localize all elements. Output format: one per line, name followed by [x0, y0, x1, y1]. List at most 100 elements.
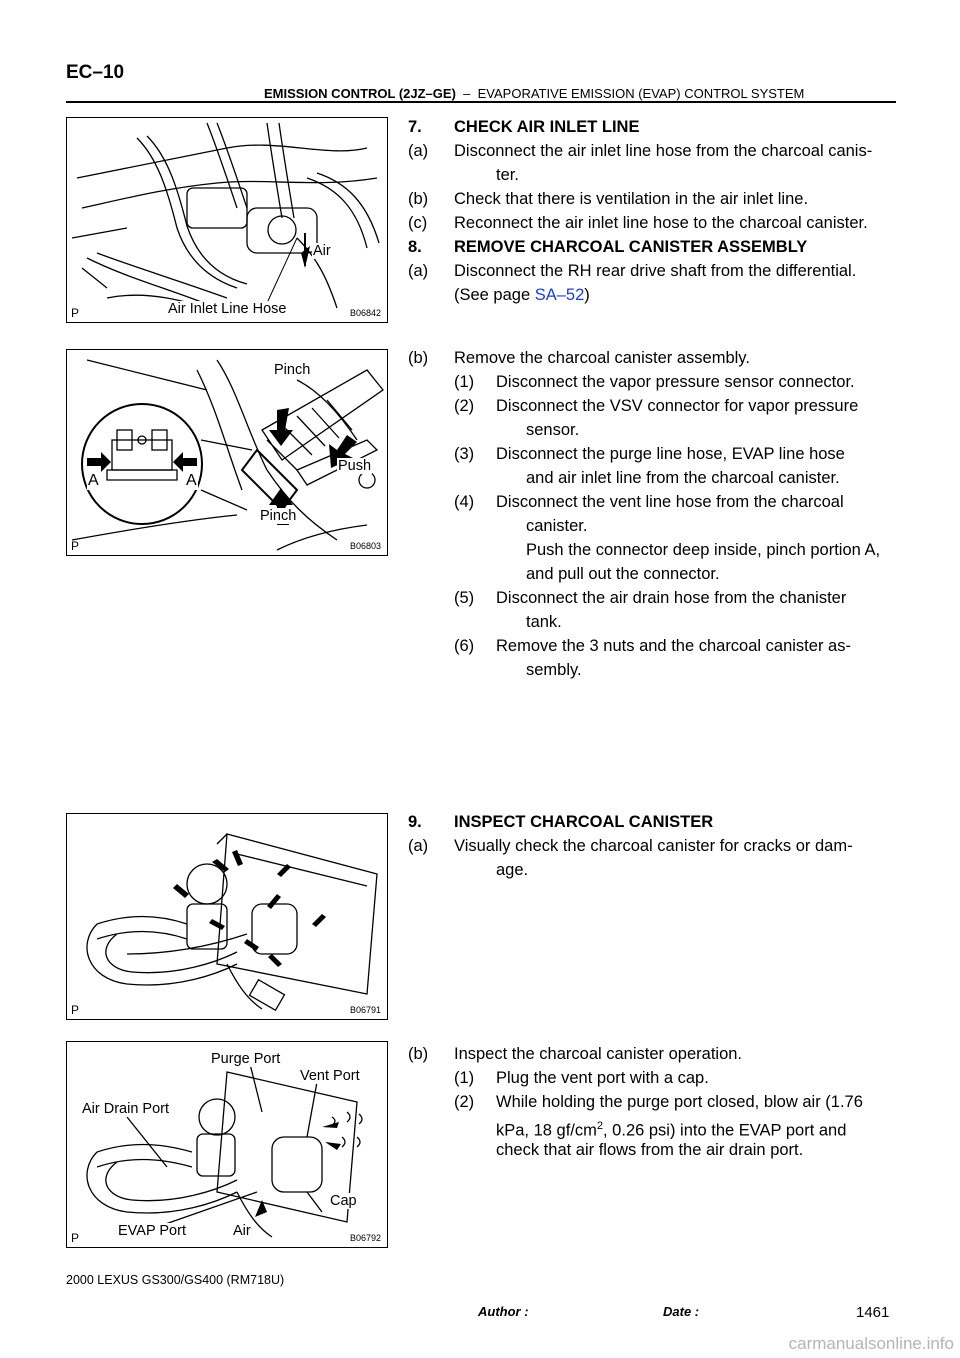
nut-arrow-5 [209, 919, 225, 930]
step-7c-text: Reconnect the air inlet line hose to the… [454, 214, 868, 232]
label-a-left: A [87, 472, 100, 490]
title-separator: – [463, 86, 471, 101]
label-pinch-top: Pinch [273, 362, 312, 378]
canister-illustration [86, 833, 378, 1012]
figure-code: B06792 [349, 1233, 381, 1243]
figure-code: B06803 [349, 541, 381, 551]
author-field: Author : [478, 1304, 529, 1319]
nut-arrow-2 [232, 850, 243, 866]
pinch-arrow-top [269, 408, 293, 446]
step-9b2-line3: check that air flows from the air drain … [496, 1141, 804, 1159]
model-identifier: 2000 LEXUS GS300/GS400 (RM718U) [66, 1273, 285, 1287]
step-8b1-label: (1) [454, 373, 475, 391]
nut-arrow-9 [268, 954, 282, 967]
step-8a-label: (a) [408, 262, 429, 280]
page-number: 1461 [856, 1304, 890, 1321]
step-7c-label: (c) [408, 214, 428, 232]
step-7a-line1: Disconnect the air inlet line hose from … [454, 142, 873, 160]
label-vent-port: Vent Port [299, 1068, 361, 1084]
step-8b5-line2: tank. [526, 613, 562, 631]
nut-arrow-3 [277, 864, 291, 877]
step-9-number: 9. [408, 813, 422, 831]
label-air: Air [312, 243, 332, 259]
section-name: EMISSION CONTROL (2JZ–GE) [264, 86, 456, 101]
label-air: Air [232, 1223, 252, 1239]
figure-p-mark: P [71, 1231, 80, 1245]
step-8b4-line3: Push the connector deep inside, pinch po… [526, 541, 881, 559]
step-8b3-line1: Disconnect the purge line hose, EVAP lin… [496, 445, 845, 463]
step-8-number: 8. [408, 238, 422, 256]
label-pinch-bottom: Pinch [259, 508, 298, 524]
step-9a-line2: age. [496, 861, 529, 879]
label-cap: Cap [329, 1193, 358, 1209]
page-link-sa52[interactable]: SA–52 [534, 286, 585, 304]
step-7a-line2: ter. [496, 166, 519, 184]
step-8a-see-page: (See page [454, 286, 535, 304]
watermark: carmanualsonline.info [788, 1334, 954, 1353]
step-8b4-line1: Disconnect the vent line hose from the c… [496, 493, 844, 511]
nut-arrow-7 [312, 914, 326, 927]
step-8b2-line1: Disconnect the VSV connector for vapor p… [496, 397, 859, 415]
header-rule [66, 101, 896, 103]
step-9b2-rest: , 0.26 psi) into the EVAP port and [603, 1121, 847, 1140]
step-9b2-line2: kPa, 18 gf/cm2, 0.26 psi) into the EVAP … [496, 1116, 846, 1142]
superscript-2: 2 [596, 1120, 604, 1132]
step-8b6-line2: sembly. [526, 661, 582, 679]
air-flow-arrow [255, 1200, 267, 1217]
pinch-a-arrow-left [87, 452, 111, 472]
step-7b-text: Check that there is ventilation in the a… [454, 190, 809, 208]
nut-arrow-4 [173, 884, 189, 898]
step-8b6-line1: Remove the 3 nuts and the charcoal canis… [496, 637, 851, 655]
step-8b3-label: (3) [454, 445, 475, 463]
step-8a-line2: (See page SA–52) [454, 285, 590, 306]
step-8b-text: Remove the charcoal canister assembly. [454, 349, 750, 367]
step-8b4-line4: and pull out the connector. [526, 565, 720, 583]
step-8b6-label: (6) [454, 637, 475, 655]
step-8b4-line2: canister. [526, 517, 588, 535]
step-8b2-line2: sensor. [526, 421, 580, 439]
figure-p-mark: P [71, 306, 80, 320]
step-9b-text: Inspect the charcoal canister operation. [454, 1045, 743, 1063]
step-9b-label: (b) [408, 1045, 429, 1063]
step-9a-label: (a) [408, 837, 429, 855]
label-purge-port: Purge Port [210, 1051, 282, 1067]
step-8a-line1: Disconnect the RH rear drive shaft from … [454, 262, 857, 280]
step-7-number: 7. [408, 118, 422, 136]
label-evap-port: EVAP Port [117, 1223, 187, 1239]
figure-code: B06791 [349, 1005, 381, 1015]
step-9-title: INSPECT CHARCOAL CANISTER [454, 813, 714, 831]
nut-arrow-6 [267, 894, 281, 909]
step-8b1-text: Disconnect the vapor pressure sensor con… [496, 373, 855, 391]
section-title: EMISSION CONTROL (2JZ–GE) – EVAPORATIVE … [264, 86, 804, 101]
subsection-name: EVAPORATIVE EMISSION (EVAP) CONTROL SYST… [477, 86, 805, 101]
step-9b1-label: (1) [454, 1069, 475, 1087]
figure-canister-operation: Purge Port Vent Port Air Drain Port Cap … [66, 1041, 388, 1248]
label-push: Push [337, 458, 373, 474]
step-8-title: REMOVE CHARCOAL CANISTER ASSEMBLY [454, 238, 808, 256]
page-code: EC–10 [66, 62, 125, 83]
figure-vent-line-connector: Pinch Push Pinch A A P B06803 [66, 349, 388, 556]
nut-arrow-8 [244, 939, 259, 951]
step-8b5-label: (5) [454, 589, 475, 607]
step-7b-label: (b) [408, 190, 429, 208]
figure-air-inlet-hose: Air Air Inlet Line Hose P B06842 [66, 117, 388, 323]
step-9b1-text: Plug the vent port with a cap. [496, 1069, 709, 1087]
step-9b2-line1: While holding the purge port closed, blo… [496, 1093, 863, 1111]
label-air-drain-port: Air Drain Port [81, 1101, 171, 1117]
step-9a-line1: Visually check the charcoal canister for… [454, 837, 853, 855]
step-8b-label: (b) [408, 349, 429, 367]
step-9b2-pressure: kPa, 18 gf/cm [496, 1121, 597, 1140]
step-8b2-label: (2) [454, 397, 475, 415]
connector-illustration [71, 359, 384, 551]
air-inlet-illustration [71, 122, 380, 317]
date-field: Date : [663, 1304, 700, 1319]
label-a-right: A [185, 472, 198, 490]
step-9b2-label: (2) [454, 1093, 475, 1111]
pinch-a-arrow-right [173, 452, 197, 472]
nut-arrow-1 [212, 859, 229, 872]
figure-p-mark: P [71, 539, 80, 553]
step-7-title: CHECK AIR INLET LINE [454, 118, 640, 136]
step-7a-label: (a) [408, 142, 429, 160]
push-arrow [329, 435, 357, 468]
step-8b4-label: (4) [454, 493, 475, 511]
